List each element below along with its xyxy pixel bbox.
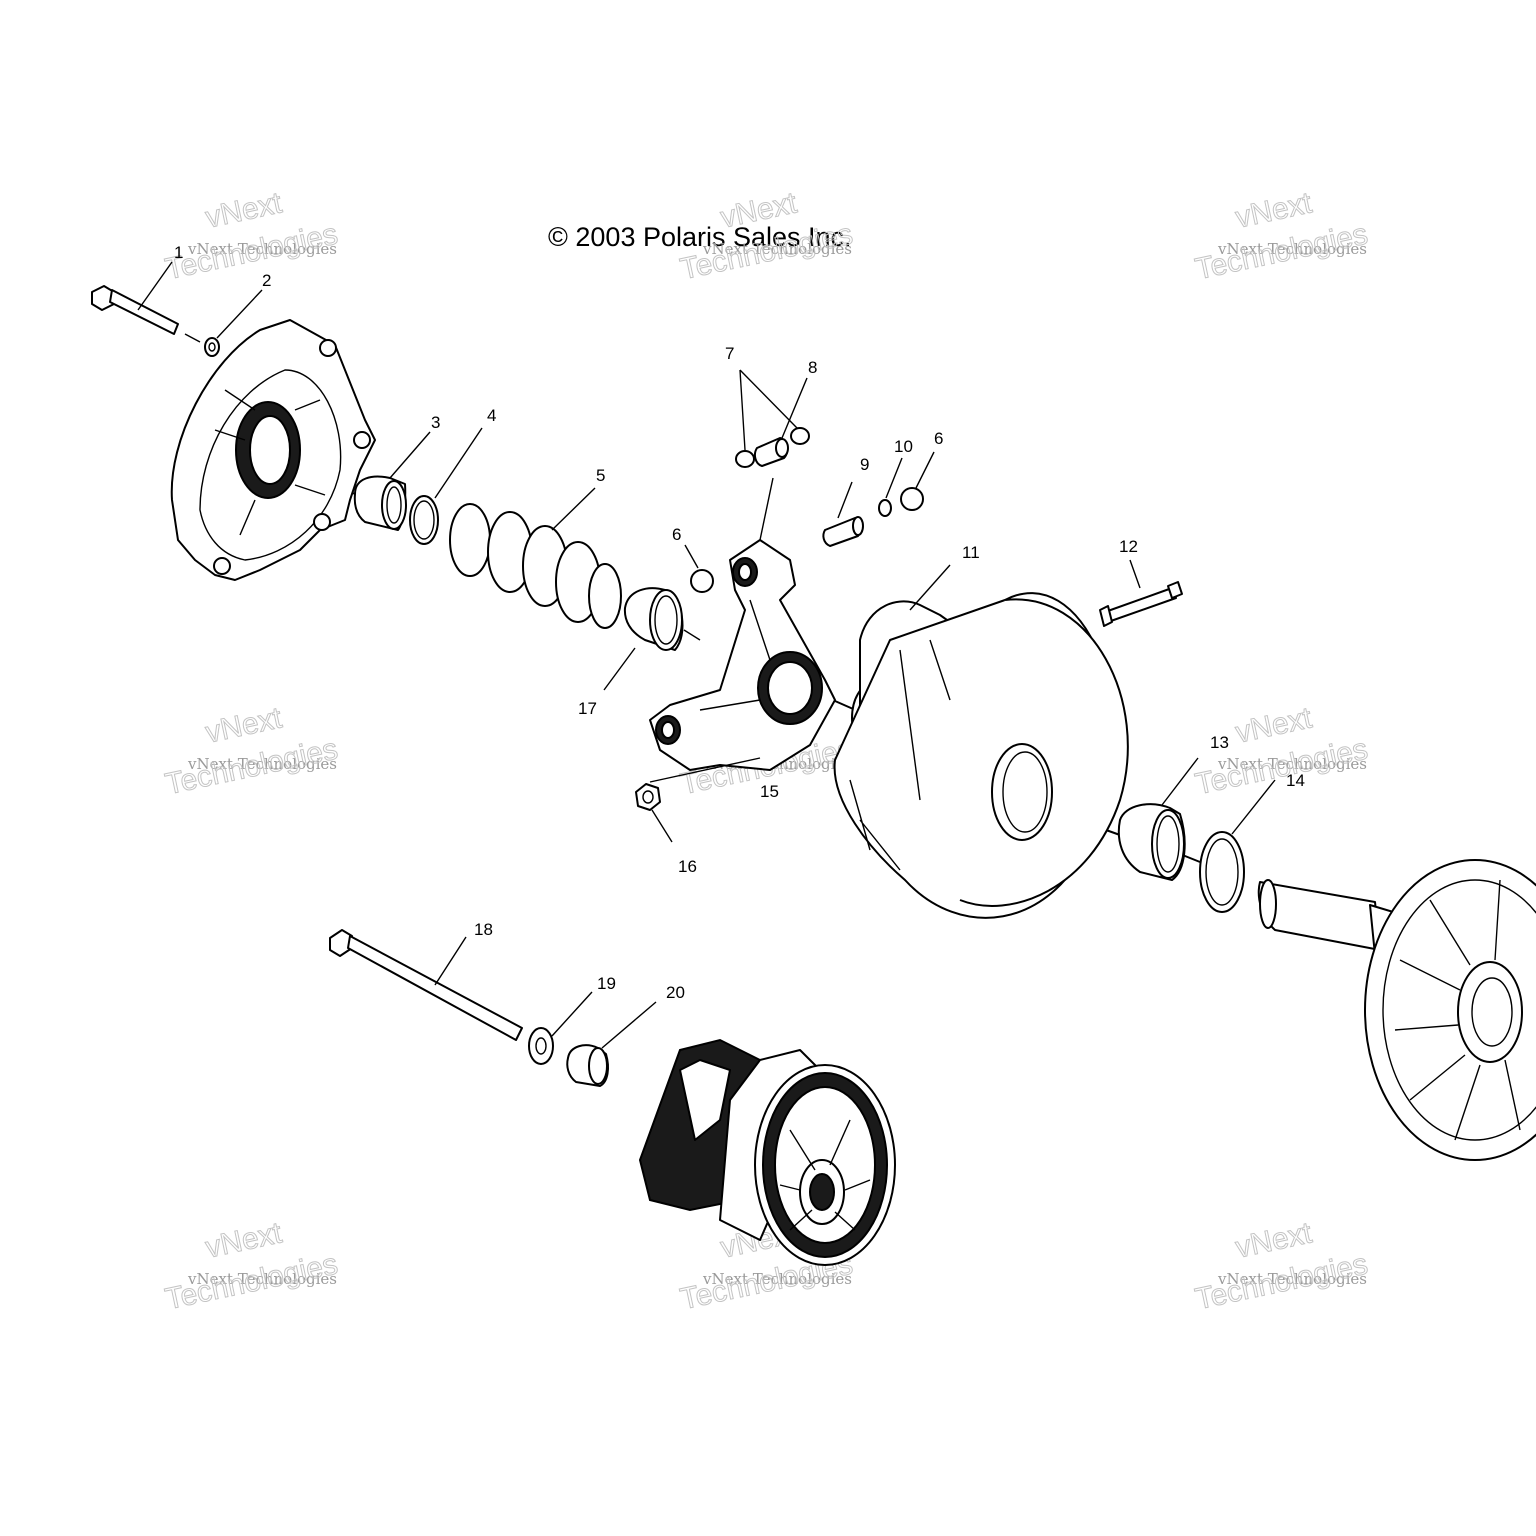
watermark-line2: vNext Technologies xyxy=(702,1270,852,1288)
part-3-bushing xyxy=(353,431,431,531)
part-8-pin xyxy=(753,377,808,467)
callout-5: 5 xyxy=(596,466,605,485)
callout-13: 13 xyxy=(1210,733,1229,752)
callout-16: 16 xyxy=(678,857,697,876)
axis-line xyxy=(184,333,201,343)
callout-8: 8 xyxy=(808,358,817,377)
callout-11: 11 xyxy=(962,543,980,562)
callout-6-right: 6 xyxy=(934,429,943,448)
part-17-cup xyxy=(603,587,684,691)
cover-plate xyxy=(170,319,376,581)
part-18-bolt xyxy=(329,929,523,1041)
part-4-snap-ring xyxy=(409,427,483,545)
callout-9: 9 xyxy=(860,455,869,474)
watermark-line1: vNext xyxy=(1233,1216,1316,1264)
watermark-line1: vNext xyxy=(203,186,286,234)
callout-7: 7 xyxy=(725,344,734,363)
part-1-bolt xyxy=(91,261,179,335)
part-6-roller-right xyxy=(900,451,935,511)
part-12-bolt xyxy=(1099,559,1183,627)
watermark-line2: vNext Technologies xyxy=(187,1270,337,1288)
part-2-washer xyxy=(204,289,263,357)
axis-line xyxy=(683,629,701,641)
part-20-bushing xyxy=(566,1001,657,1087)
callout-10: 10 xyxy=(894,437,913,456)
watermark-bottom-right: vNext vNext Technologies Technologies xyxy=(1192,1216,1371,1317)
callout-1: 1 xyxy=(174,243,183,262)
watermark-line2: vNext Technologies xyxy=(1217,240,1367,258)
watermark-line3: Technologies xyxy=(1193,218,1371,287)
part-10-washer xyxy=(878,457,903,517)
watermark-line3: Technologies xyxy=(1193,1248,1371,1317)
part-11-moveable-sheave xyxy=(833,564,1129,919)
watermark-top-left: vNext vNext Technologies Technologies xyxy=(162,186,341,287)
callout-17: 17 xyxy=(578,699,597,718)
watermark-line2: vNext Technologies xyxy=(1217,755,1367,773)
callout-labels: 1 2 3 4 5 6 6 7 8 9 10 11 12 13 14 15 16… xyxy=(174,243,1305,1002)
watermark-line1: vNext xyxy=(203,701,286,749)
spider-arm xyxy=(649,477,836,771)
part-13-bushing xyxy=(1117,757,1199,881)
watermark-line1: vNext xyxy=(203,1216,286,1264)
watermark-line2: vNext Technologies xyxy=(1217,1270,1367,1288)
part-7-o-rings xyxy=(735,369,810,468)
watermark-top-right: vNext vNext Technologies Technologies xyxy=(1192,186,1371,287)
assembled-clutch xyxy=(638,1038,896,1266)
callout-3: 3 xyxy=(431,413,440,432)
part-16-nut xyxy=(635,783,673,843)
callout-18: 18 xyxy=(474,920,493,939)
watermark-line1: vNext xyxy=(1233,186,1316,234)
watermark-line3: Technologies xyxy=(163,1248,341,1317)
watermark-line2: vNext Technologies xyxy=(187,755,337,773)
callout-20: 20 xyxy=(666,983,685,1002)
watermark-line3: Technologies xyxy=(163,218,341,287)
callout-4: 4 xyxy=(487,406,496,425)
watermark-line2: vNext Technologies xyxy=(702,240,852,258)
callout-14: 14 xyxy=(1286,771,1305,790)
watermark-line1: vNext xyxy=(1233,701,1316,749)
part-9-pin xyxy=(822,481,864,547)
part-5-spring xyxy=(449,487,622,629)
part-14-ring xyxy=(1199,779,1276,913)
callout-2: 2 xyxy=(262,271,271,290)
leader-15 xyxy=(649,757,761,783)
fixed-sheave-shaft xyxy=(1257,859,1536,1161)
watermark-bottom-left: vNext vNext Technologies Technologies xyxy=(162,1216,341,1317)
watermark-mid-left: vNext vNext Technologies Technologies xyxy=(162,701,341,802)
part-6-roller xyxy=(684,544,714,593)
part-19-lock-washer xyxy=(528,991,593,1065)
watermark-line2: vNext Technologies xyxy=(187,240,337,258)
callout-12: 12 xyxy=(1119,537,1138,556)
callout-15: 15 xyxy=(760,782,779,801)
callout-19: 19 xyxy=(597,974,616,993)
callout-6-left: 6 xyxy=(672,525,681,544)
watermark-line3: Technologies xyxy=(163,733,341,802)
copyright-text: © 2003 Polaris Sales Inc. xyxy=(548,222,852,252)
